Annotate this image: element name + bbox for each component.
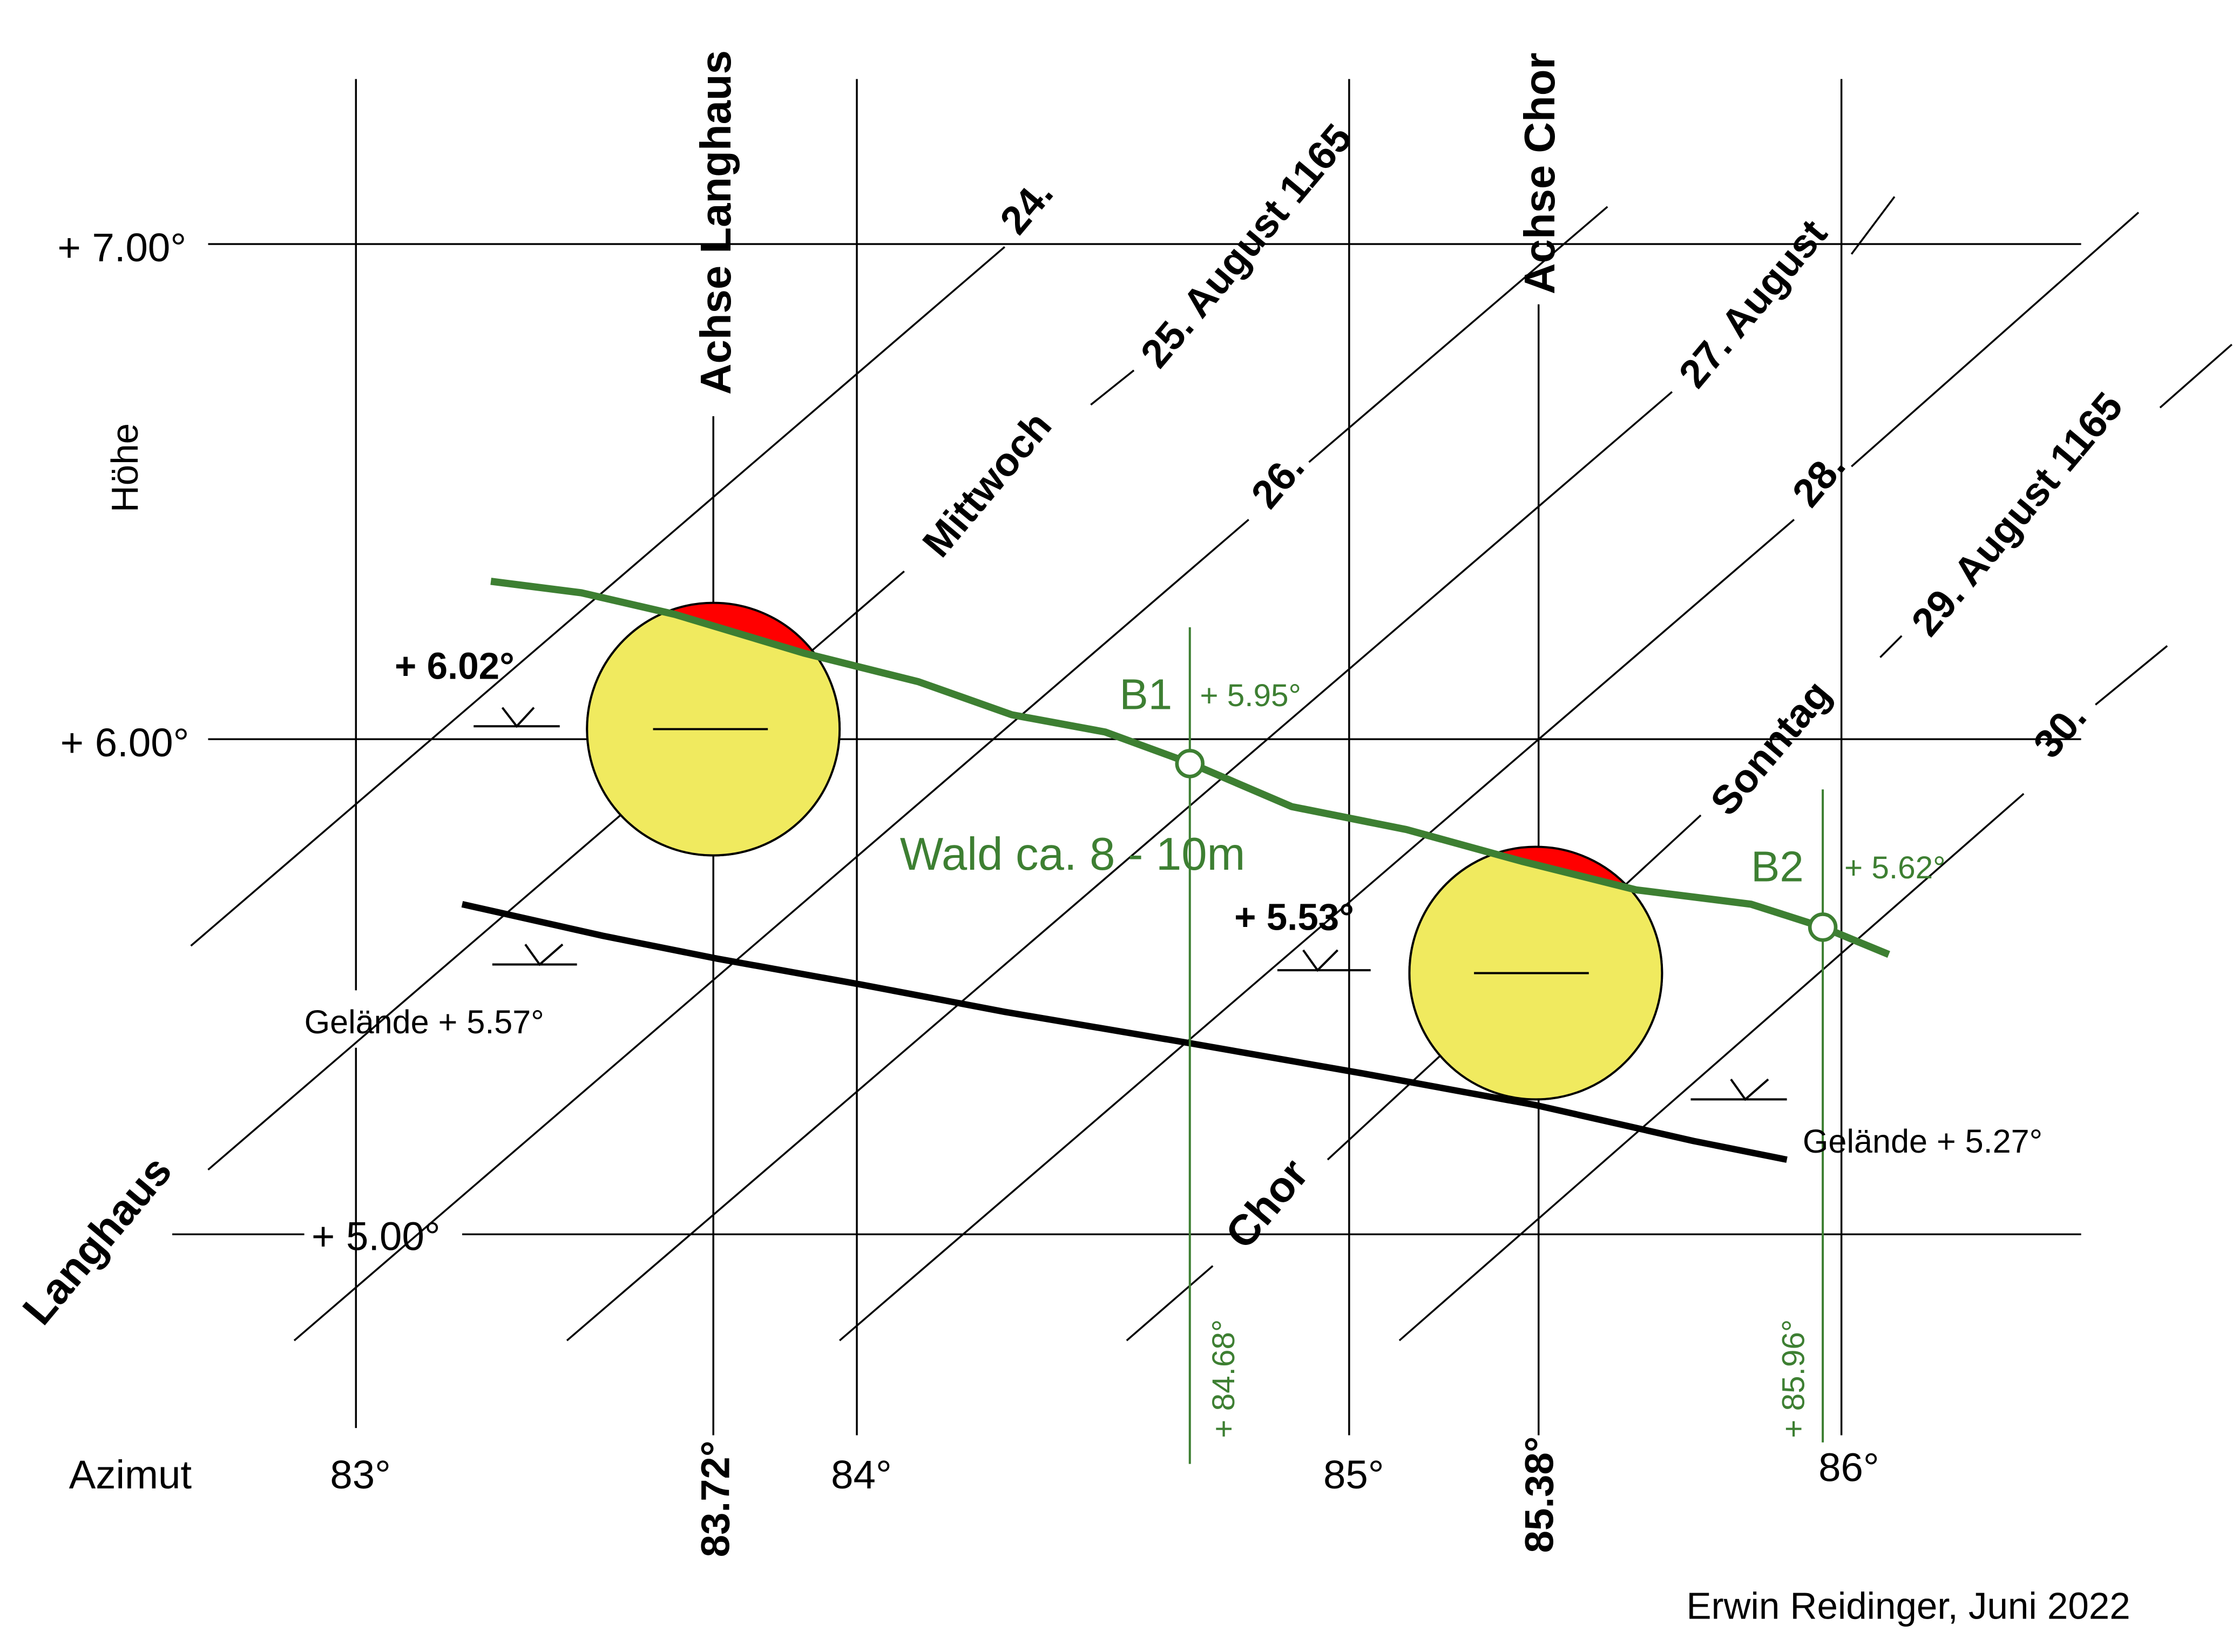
date-label-30: 30. xyxy=(2025,695,2095,767)
x-tick-85: 85° xyxy=(1323,1452,1384,1497)
date-line-26a xyxy=(293,519,1249,1342)
date-label-29: 29. August 1165 xyxy=(1903,384,2131,644)
b2-point xyxy=(1808,912,1838,942)
date-line-27b xyxy=(1850,196,1896,255)
x-tick-84: 84° xyxy=(831,1452,892,1497)
axis-chor-azimuth: 85.38° xyxy=(1517,1436,1561,1553)
forest-label: Wald ca. 8 - 10m xyxy=(900,829,1246,880)
horizon-marker-icon xyxy=(1690,1078,1787,1101)
date-label-langhaus: Langhaus xyxy=(13,1147,181,1333)
horizon-marker-icon xyxy=(492,943,577,966)
terrain-left-label: Gelände + 5.57° xyxy=(305,1004,544,1040)
date-label-chor: Chor xyxy=(1216,1149,1317,1257)
horizon-marker-icon xyxy=(473,707,560,728)
b1-label: B1 xyxy=(1120,670,1173,718)
date-line-27a xyxy=(566,391,1673,1342)
date-label-27: 27. August xyxy=(1670,211,1835,396)
axis-chor-label: Achse Chor xyxy=(1516,52,1564,294)
credit: Erwin Reidinger, Juni 2022 xyxy=(1687,1585,2130,1627)
axis-langhaus-label: Achse Langhaus xyxy=(692,50,740,395)
horizon-marker-icon xyxy=(1277,949,1371,972)
date-label-28: 28. xyxy=(1783,444,1854,516)
date-line-29d xyxy=(2159,343,2233,409)
b2-azimuth-label: + 85.96° xyxy=(1776,1319,1811,1438)
x-axis-label: Azimut xyxy=(69,1452,192,1497)
date-label-sonntag: Sonntag xyxy=(1702,672,1839,823)
terrain-line xyxy=(461,901,1788,1163)
date-label-26: 26. xyxy=(1242,445,1313,517)
b1-azimuth-label: + 84.68° xyxy=(1206,1319,1241,1438)
y-axis-label: Höhe xyxy=(104,423,146,512)
b2-height-label: + 5.62° xyxy=(1844,850,1946,885)
date-line-30b xyxy=(2095,645,2168,706)
sun-chor xyxy=(1408,845,1663,1101)
y-tick-6: + 6.00° xyxy=(60,720,190,765)
terrain-right-label: Gelände + 5.27° xyxy=(1803,1123,2042,1160)
x-tick-83: 83° xyxy=(330,1452,391,1497)
chor-height-label: + 5.53° xyxy=(1234,896,1354,938)
langhaus-height-label: + 6.02° xyxy=(395,645,515,687)
date-line-29a xyxy=(1126,1265,1214,1342)
date-label-mittwoch: Mittwoch xyxy=(914,403,1060,565)
date-label-24: 24. xyxy=(991,171,1061,242)
sun-langhaus xyxy=(586,601,841,857)
date-label-25: 25. August 1165 xyxy=(1132,116,1361,376)
grid xyxy=(172,79,2081,1436)
b1-height-label: + 5.95° xyxy=(1200,678,1301,713)
date-line-28b xyxy=(1851,212,2140,468)
b1-point xyxy=(1175,749,1205,778)
b2-label: B2 xyxy=(1751,842,1804,890)
date-line-28a xyxy=(838,519,1795,1342)
date-line-29c xyxy=(1879,635,1903,658)
date-line-26b xyxy=(1308,206,1608,463)
y-tick-7: + 7.00° xyxy=(57,225,186,270)
x-tick-86: 86° xyxy=(1818,1445,1879,1490)
date-line-30a xyxy=(1398,793,2025,1342)
date-line-25b xyxy=(1090,369,1135,406)
horizon-markers xyxy=(473,707,1787,1101)
y-tick-5: + 5.00° xyxy=(312,1214,441,1259)
axis-langhaus-azimuth: 83.72° xyxy=(693,1440,738,1557)
